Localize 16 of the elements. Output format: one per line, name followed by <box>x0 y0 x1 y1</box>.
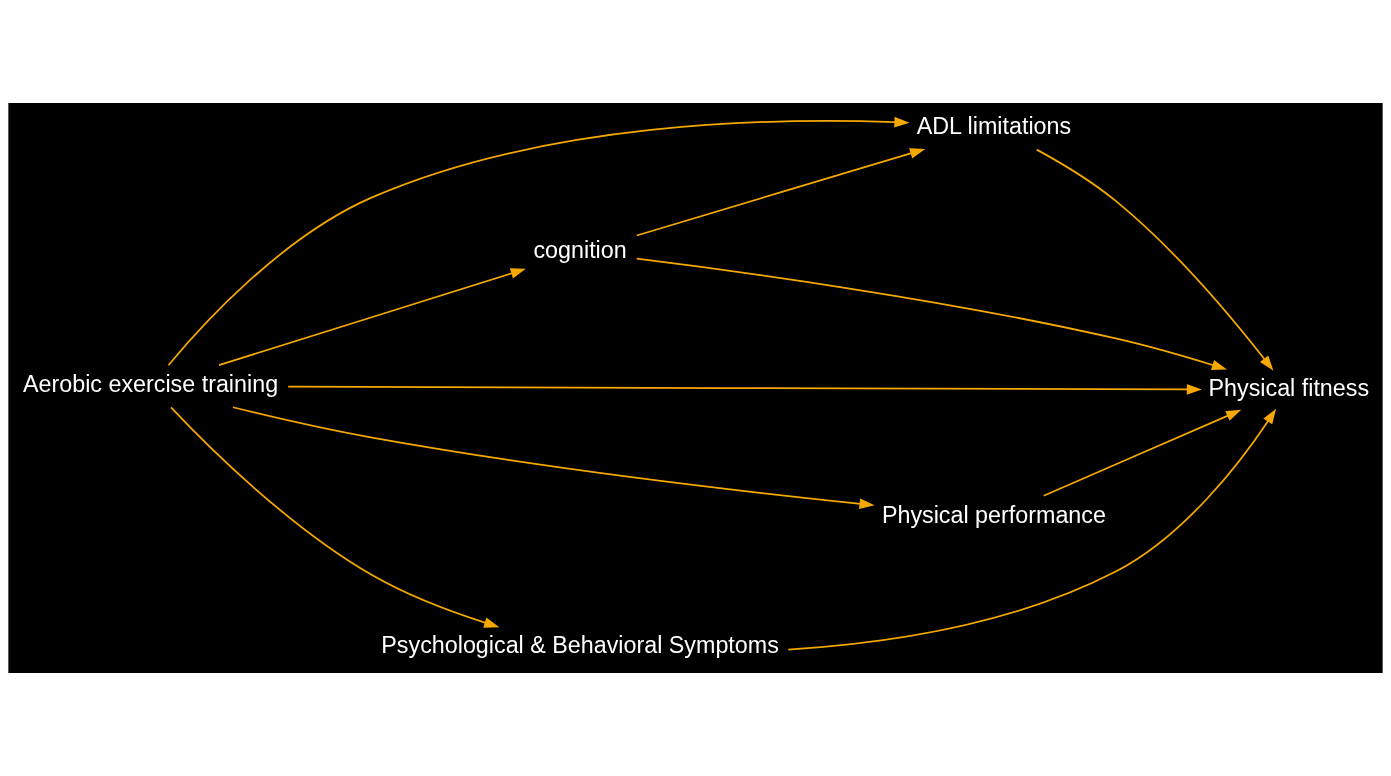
node-text: Psychological & Behavioral Symptoms <box>381 632 779 659</box>
node-text: ADL limitations <box>916 113 1072 140</box>
arrow <box>232 406 875 510</box>
node-text: Physical performance <box>881 501 1106 528</box>
arrow <box>1035 148 1274 371</box>
arrow <box>1042 409 1242 497</box>
arrow <box>170 406 500 628</box>
arrow <box>287 384 1202 395</box>
node-text: Physical fitness <box>1208 374 1370 401</box>
arrow <box>635 257 1227 371</box>
arrow <box>787 408 1277 651</box>
arrow <box>167 116 910 367</box>
node-text: Aerobic exercise training <box>23 371 279 398</box>
arrow <box>635 148 926 237</box>
arrow <box>218 268 526 367</box>
node-text: cognition <box>533 237 627 264</box>
